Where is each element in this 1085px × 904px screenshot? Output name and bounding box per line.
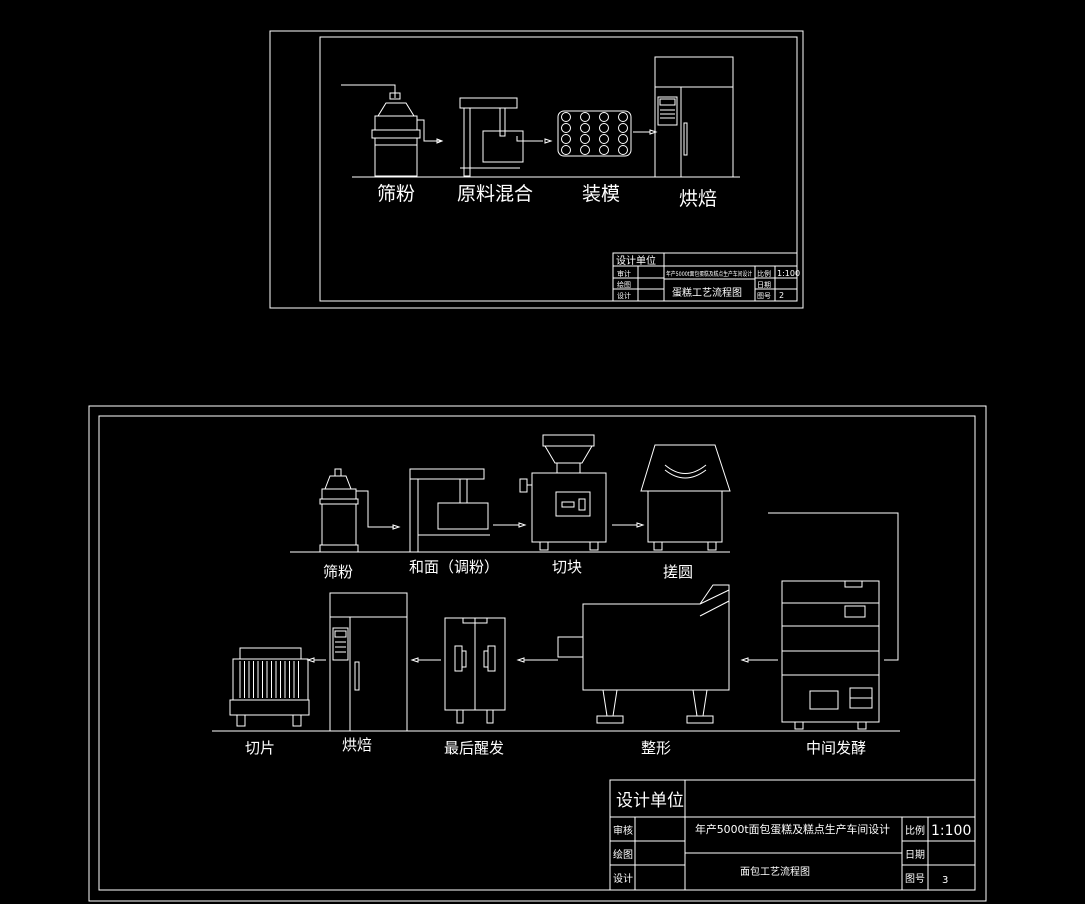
project-title: 年产5000t面包蛋糕及糕点生产车间设计 [695,822,890,836]
check-label: 设计 [613,872,633,885]
step-label: 筛粉 [323,563,353,581]
moulder-machine-icon [516,584,730,724]
scale-value: 1:100 [777,269,800,278]
step-label: 烘焙 [679,188,717,210]
mold-cavity [580,112,590,122]
inner-border [319,36,798,302]
mold-cavity [599,123,609,133]
check-label: 设计 [617,291,631,300]
step-label: 筛粉 [377,183,415,205]
step-label: 整形 [641,739,671,757]
mixer-machine-icon [459,97,553,177]
step-label: 搓圆 [663,563,693,581]
bread-process-sheet: 筛粉 和面（调粉） 切块 [88,405,987,902]
mold-cavity [561,145,571,155]
sheet-label: 图号 [905,873,925,885]
mold-cavity [618,112,628,122]
title-block: 设计单位 审计 绘图 设计 年产5000t面包蛋糕及糕点生产车间设计 蛋糕工艺流… [612,252,800,302]
mold-cavity [599,134,609,144]
dough-rounder-icon [640,444,731,551]
scale-label: 比例 [905,824,925,837]
scale-label: 比例 [757,269,771,278]
mold-cavity [561,112,571,122]
cake-process-sheet: 筛粉 原料混合 装模 [269,30,804,309]
dough-mixer-icon [409,468,527,553]
mold-cavity [561,134,571,144]
mold-tray-icon [557,110,658,157]
project-title: 年产5000t面包蛋糕及糕点生产车间设计 [666,270,752,278]
mold-cavity [618,145,628,155]
outer-border [269,30,804,309]
drawing-name: 面包工艺流程图 [740,865,810,878]
dough-divider-icon [519,434,645,551]
step-label: 装模 [582,183,620,205]
oven-machine-icon [654,56,734,178]
sheet-value: 3 [942,875,948,886]
oven-machine-icon [306,592,408,732]
final-proofer-icon [410,617,506,724]
date-label: 日期 [757,281,771,289]
step-label: 切片 [245,739,275,757]
draw-label: 绘图 [613,848,633,861]
intermediate-proofer-icon [740,580,880,730]
draw-label: 绘图 [617,280,631,289]
step-label: 原料混合 [457,183,533,205]
mold-cavity [599,145,609,155]
design-label: 审计 [617,269,631,278]
date-label: 日期 [905,849,925,861]
mold-cavity [580,145,590,155]
design-label: 审核 [613,824,633,837]
inner-border [98,415,976,891]
design-unit-label: 设计单位 [616,254,656,267]
step-label: 最后醒发 [444,739,504,757]
drawing-name: 蛋糕工艺流程图 [672,286,742,299]
step-label: 和面（调粉） [409,558,499,576]
mold-cavity [599,112,609,122]
bread-slicer-icon [229,647,310,727]
mold-cavity [618,134,628,144]
flow-connector [768,512,899,661]
step-label: 中间发酵 [806,739,866,757]
sifter-machine-icon [319,468,401,553]
title-block: 设计单位 审核 绘图 设计 年产5000t面包蛋糕及糕点生产车间设计 面包工艺流… [609,779,976,891]
design-unit-label: 设计单位 [616,791,684,811]
outer-border [88,405,987,902]
mold-cavity [618,123,628,133]
step-label: 切块 [552,558,582,576]
sheet-value: 2 [779,291,784,300]
mold-cavity [561,123,571,133]
sheet-label: 图号 [757,292,771,300]
mold-cavity [580,134,590,144]
mold-cavity [580,123,590,133]
step-label: 烘焙 [342,736,372,754]
scale-value: 1:100 [931,823,971,839]
sifter-machine-icon [341,84,444,177]
